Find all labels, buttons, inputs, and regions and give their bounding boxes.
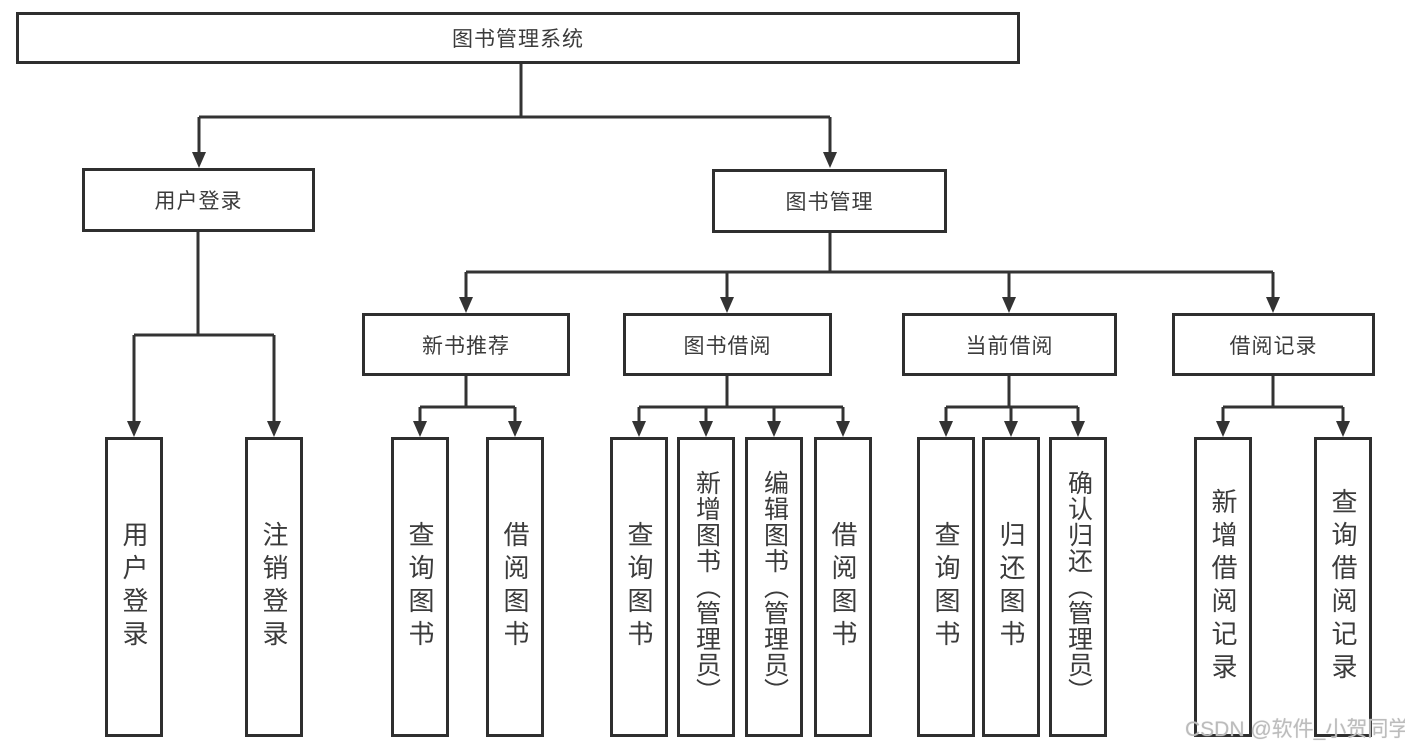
node-new-book-recommend: 新书推荐 xyxy=(362,313,570,376)
node-current-borrowing: 当前借阅 xyxy=(902,313,1117,376)
leaf-cb-query-books-label: 查询图书 xyxy=(931,521,961,653)
leaf-bb-borrow-books: 借阅图书 xyxy=(814,437,872,737)
arrowheads xyxy=(127,152,1350,437)
leaf-nbr-borrow-books: 借阅图书 xyxy=(486,437,544,737)
leaf-bb-edit-books-label: 编辑图书（管理员） xyxy=(760,470,789,704)
leaf-bb-add-books: 新增图书（管理员） xyxy=(677,437,735,737)
leaf-cb-confirm-return: 确认归还（管理员） xyxy=(1049,437,1107,737)
node-book-borrowing: 图书借阅 xyxy=(623,313,832,376)
node-library-system-label: 图书管理系统 xyxy=(452,28,584,51)
leaf-cb-return-books-label: 归还图书 xyxy=(996,521,1026,653)
leaf-user-login-label: 用户登录 xyxy=(119,521,149,653)
csdn-watermark: CSDN @软件_小贺同学 xyxy=(1185,718,1405,741)
leaf-bb-borrow-books-label: 借阅图书 xyxy=(828,521,858,653)
leaf-cb-confirm-return-label: 确认归还（管理员） xyxy=(1064,470,1093,704)
leaf-logout: 注销登录 xyxy=(245,437,303,737)
leaf-nbr-query-books-label: 查询图书 xyxy=(405,521,435,653)
node-current-borrowing-label: 当前借阅 xyxy=(965,334,1054,358)
leaf-br-add-record-label: 新增借阅记录 xyxy=(1208,488,1238,686)
leaf-bb-query-books: 查询图书 xyxy=(610,437,668,737)
node-user-login-label: 用户登录 xyxy=(154,190,243,213)
leaf-nbr-borrow-books-label: 借阅图书 xyxy=(500,521,530,653)
node-user-login: 用户登录 xyxy=(82,168,315,232)
leaf-user-login: 用户登录 xyxy=(105,437,163,737)
leaf-bb-query-books-label: 查询图书 xyxy=(624,521,654,653)
node-library-system: 图书管理系统 xyxy=(16,12,1020,64)
leaf-cb-query-books: 查询图书 xyxy=(917,437,975,737)
leaf-logout-label: 注销登录 xyxy=(259,521,289,653)
node-book-borrowing-label: 图书借阅 xyxy=(683,334,772,358)
leaf-nbr-query-books: 查询图书 xyxy=(391,437,449,737)
node-book-management-label: 图书管理 xyxy=(785,191,874,214)
node-borrow-records: 借阅记录 xyxy=(1172,313,1375,376)
leaf-br-query-record: 查询借阅记录 xyxy=(1314,437,1372,737)
leaf-bb-edit-books: 编辑图书（管理员） xyxy=(745,437,803,737)
node-new-book-recommend-label: 新书推荐 xyxy=(422,334,510,358)
leaf-bb-add-books-label: 新增图书（管理员） xyxy=(692,470,721,704)
node-borrow-records-label: 借阅记录 xyxy=(1229,334,1318,358)
leaf-cb-return-books: 归还图书 xyxy=(982,437,1040,737)
leaf-br-query-record-label: 查询借阅记录 xyxy=(1328,488,1358,686)
node-book-management: 图书管理 xyxy=(712,169,947,233)
leaf-br-add-record: 新增借阅记录 xyxy=(1194,437,1252,737)
